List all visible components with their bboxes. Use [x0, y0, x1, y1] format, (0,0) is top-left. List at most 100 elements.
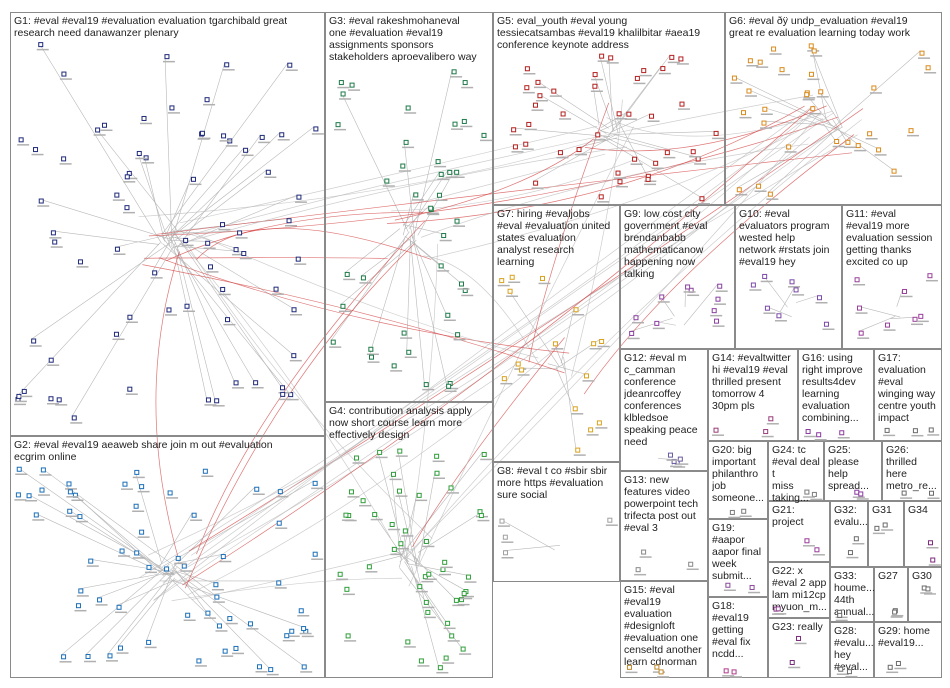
node-g20 — [729, 509, 735, 515]
group-g23: G23: really — [768, 618, 830, 678]
node-g4 — [337, 571, 343, 577]
node-g9 — [654, 320, 660, 326]
node-g3 — [349, 82, 355, 88]
node-g2 — [175, 555, 181, 561]
node-g3 — [401, 330, 407, 336]
node-g5 — [664, 150, 670, 156]
group-g4-label: G4: contribution analysis apply now shor… — [329, 405, 472, 441]
edge — [411, 234, 447, 314]
node-g1 — [61, 156, 67, 162]
node-g2 — [276, 580, 282, 586]
inter-group-edge — [412, 153, 606, 205]
node-g2 — [312, 551, 318, 557]
group-g20-label: G20: big important philanthro job someon… — [712, 444, 764, 504]
node-g10 — [789, 279, 795, 285]
edge — [403, 140, 416, 241]
inter-group-edge — [571, 99, 623, 377]
node-g3 — [340, 91, 346, 97]
node-g2 — [312, 480, 318, 486]
edge — [174, 487, 255, 567]
node-g6 — [786, 144, 792, 150]
edge — [158, 513, 193, 568]
node-g3 — [441, 233, 447, 239]
node-g5 — [576, 147, 582, 153]
edge — [31, 240, 173, 340]
edge — [599, 54, 619, 133]
node-g2 — [117, 645, 123, 651]
node-g6 — [808, 43, 814, 49]
node-g10 — [764, 305, 770, 311]
node-g1 — [220, 286, 226, 292]
node-g6 — [767, 191, 773, 197]
node-g10 — [750, 282, 756, 288]
node-g2 — [164, 566, 170, 572]
node-g5 — [524, 66, 530, 72]
node-g5 — [617, 179, 623, 185]
inter-group-edge — [196, 228, 432, 260]
edge — [71, 242, 176, 417]
group-g6-label: G6: #eval ðÿ undp_evaluation #eval19 gre… — [729, 15, 910, 39]
edge — [683, 284, 718, 326]
edge — [533, 133, 618, 182]
edge — [890, 317, 914, 320]
inter-group-edge — [391, 158, 638, 212]
node-g16 — [839, 430, 845, 436]
node-g6 — [876, 147, 882, 153]
node-g5 — [537, 93, 543, 99]
node-g1 — [166, 307, 172, 313]
inter-group-edge — [399, 111, 822, 563]
group-g8: G8: #eval t co #sbir sbir more https #ev… — [493, 462, 620, 582]
node-g3 — [454, 169, 460, 175]
edge — [404, 561, 450, 635]
node-g5 — [713, 130, 719, 136]
group-g1: G1: #eval #eval19 #evaluation evaluation… — [10, 12, 325, 436]
node-g20 — [741, 508, 747, 514]
node-g3 — [446, 383, 452, 389]
node-g2 — [116, 604, 122, 610]
edge — [340, 91, 409, 232]
node-g2 — [220, 554, 226, 560]
node-g6 — [811, 48, 817, 54]
group-g13-label: G13: new features video powerpoint tech … — [624, 474, 699, 534]
edge — [176, 248, 215, 399]
node-g24 — [811, 491, 817, 497]
node-g6 — [747, 58, 753, 64]
node-g2 — [222, 648, 228, 654]
node-g5 — [679, 101, 685, 107]
node-g18 — [723, 668, 729, 674]
node-g4 — [443, 655, 449, 661]
node-g7 — [599, 338, 605, 344]
edge — [170, 132, 280, 238]
edge — [116, 579, 177, 606]
group-g27: G27 — [874, 567, 908, 622]
node-g3 — [462, 80, 468, 86]
node-g1 — [273, 286, 279, 292]
node-g2 — [97, 597, 103, 603]
node-g32 — [847, 550, 853, 556]
node-g8 — [502, 534, 508, 540]
node-g4 — [389, 521, 395, 527]
node-g5 — [634, 75, 640, 81]
node-g12 — [667, 452, 673, 458]
edge — [599, 130, 697, 158]
edge — [171, 564, 207, 612]
edge — [369, 235, 406, 356]
node-g1 — [124, 205, 130, 211]
edge — [161, 63, 289, 236]
edge — [832, 118, 847, 141]
node-g4 — [344, 586, 350, 592]
node-g2 — [205, 610, 211, 616]
edge — [896, 289, 903, 307]
node-g3 — [454, 218, 460, 224]
node-g5 — [524, 85, 530, 91]
node-g3 — [368, 346, 374, 352]
group-g5: G5: eval_youth #eval young tessiecatsamb… — [493, 12, 725, 205]
node-g9 — [717, 283, 723, 289]
node-g1 — [204, 97, 210, 103]
edge — [857, 305, 901, 318]
node-g5 — [532, 102, 538, 108]
edge — [415, 539, 425, 566]
node-g6 — [757, 59, 763, 65]
node-g28 — [838, 666, 844, 672]
edge — [411, 240, 440, 265]
